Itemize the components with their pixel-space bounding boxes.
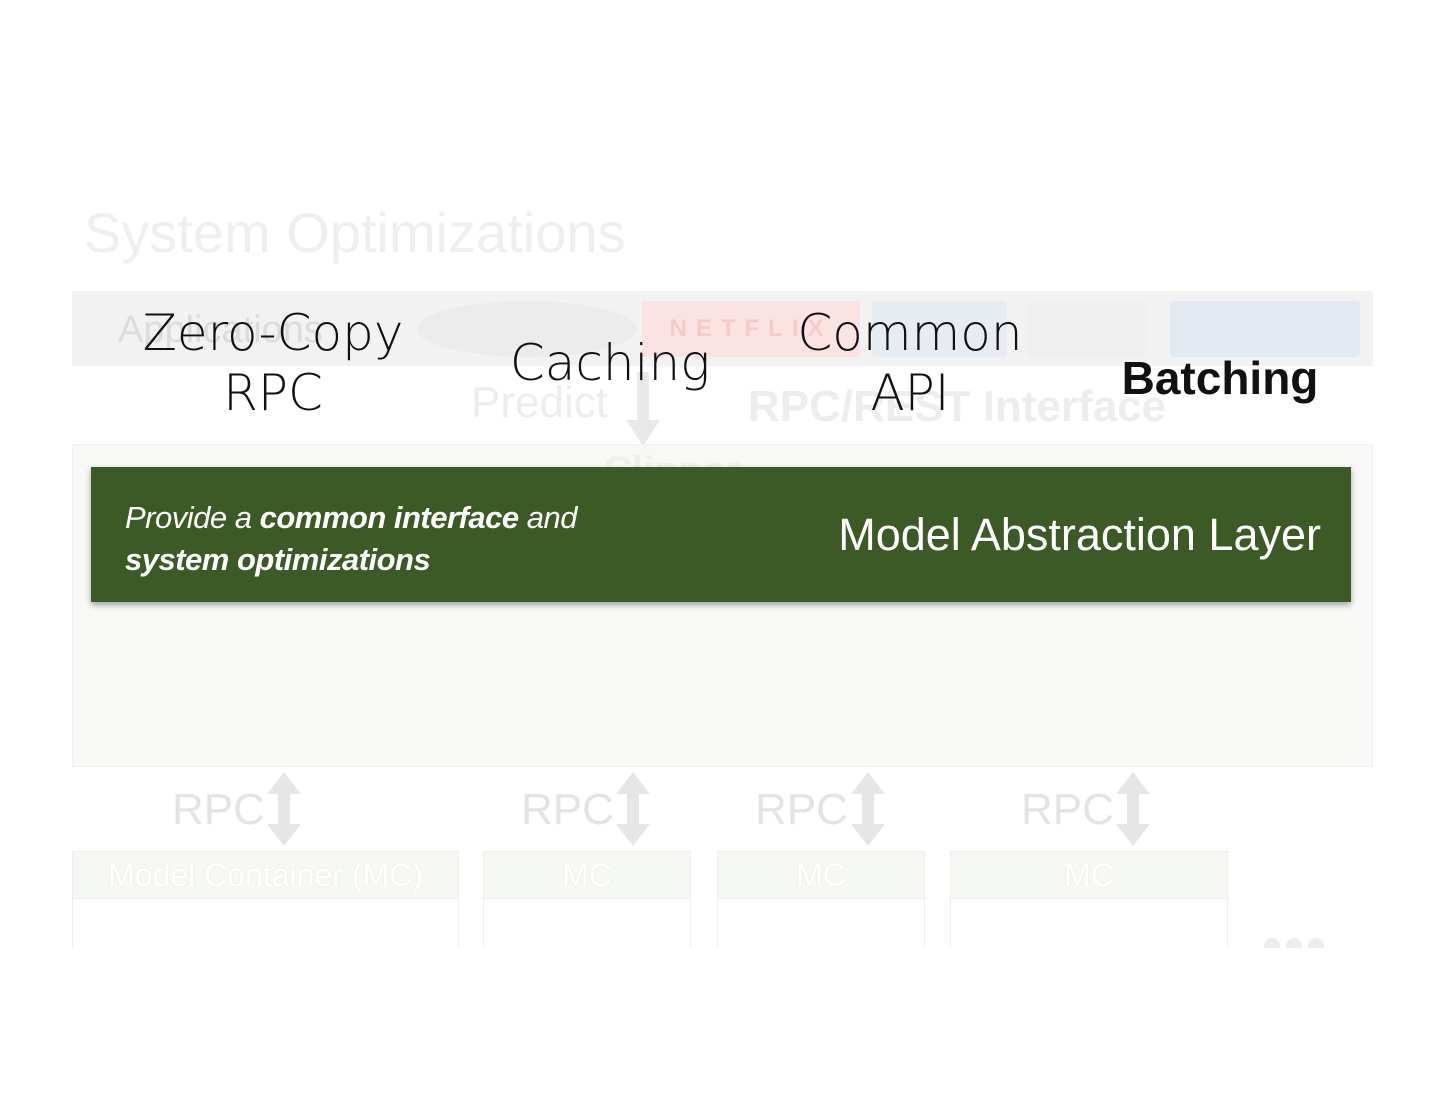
rpc-line: RPC bbox=[223, 364, 323, 422]
desc-text: and bbox=[518, 500, 578, 535]
bidirectional-arrow-icon bbox=[267, 772, 301, 846]
model-container: MC bbox=[950, 851, 1228, 951]
bidirectional-arrow-icon bbox=[616, 772, 650, 846]
bidirectional-arrow-icon bbox=[1116, 772, 1150, 846]
app-logo-panel bbox=[1170, 301, 1360, 357]
bottom-cutoff bbox=[0, 948, 1440, 1113]
desc-emphasis: system optimizations bbox=[125, 542, 431, 577]
model-container: MC bbox=[483, 851, 691, 951]
app-logo-robot bbox=[1027, 301, 1147, 357]
batching-label: Batching bbox=[1121, 352, 1319, 404]
slide-title: System Optimizations bbox=[84, 201, 626, 264]
model-container-header: MC bbox=[718, 852, 924, 899]
zero-copy-line: Zero-Copy bbox=[142, 304, 404, 362]
tensorflow-logo bbox=[718, 899, 924, 951]
caching-label: Caching bbox=[509, 334, 711, 392]
bidirectional-arrow-icon bbox=[851, 772, 885, 846]
rest-interface-label: RPC/REST Interface bbox=[748, 382, 1167, 431]
api-line: API bbox=[870, 364, 950, 422]
app-logo-device bbox=[872, 301, 1007, 357]
model-container: Model Container (MC) bbox=[72, 851, 459, 951]
netflix-logo: NETFLIX bbox=[642, 301, 860, 357]
model-container-header: Model Container (MC) bbox=[73, 852, 458, 899]
layer-description: Provide a common interface and system op… bbox=[125, 497, 577, 581]
desc-emphasis: common interface bbox=[259, 500, 520, 535]
applications-label: Applications bbox=[118, 309, 323, 351]
rpc-label: RPC bbox=[521, 785, 614, 834]
scikit-learn-logo bbox=[951, 899, 1227, 951]
rpc-label: RPC bbox=[172, 785, 265, 834]
zero-copy-rpc-label: Zero-Copy RPC bbox=[128, 303, 418, 423]
rpc-label: RPC bbox=[1021, 785, 1114, 834]
rpc-label: RPC bbox=[755, 785, 848, 834]
spark-logo bbox=[73, 899, 458, 951]
predict-label: Predict bbox=[471, 378, 608, 427]
down-arrow-icon bbox=[626, 372, 660, 446]
layer-title: Model Abstraction Layer bbox=[838, 509, 1321, 560]
model-container-header: MC bbox=[951, 852, 1227, 899]
model-container-header: MC bbox=[484, 852, 690, 899]
model-container: MC bbox=[717, 851, 925, 951]
application-strip: NETFLIX Applications bbox=[72, 291, 1373, 366]
desc-text: Provide a bbox=[125, 500, 260, 535]
model-abstraction-layer-bar: Provide a common interface and system op… bbox=[91, 467, 1351, 602]
app-logo-disc bbox=[417, 301, 637, 357]
common-line: Common bbox=[797, 304, 1023, 362]
common-api-label: Common API bbox=[780, 303, 1040, 423]
caffe-logo bbox=[484, 899, 690, 951]
